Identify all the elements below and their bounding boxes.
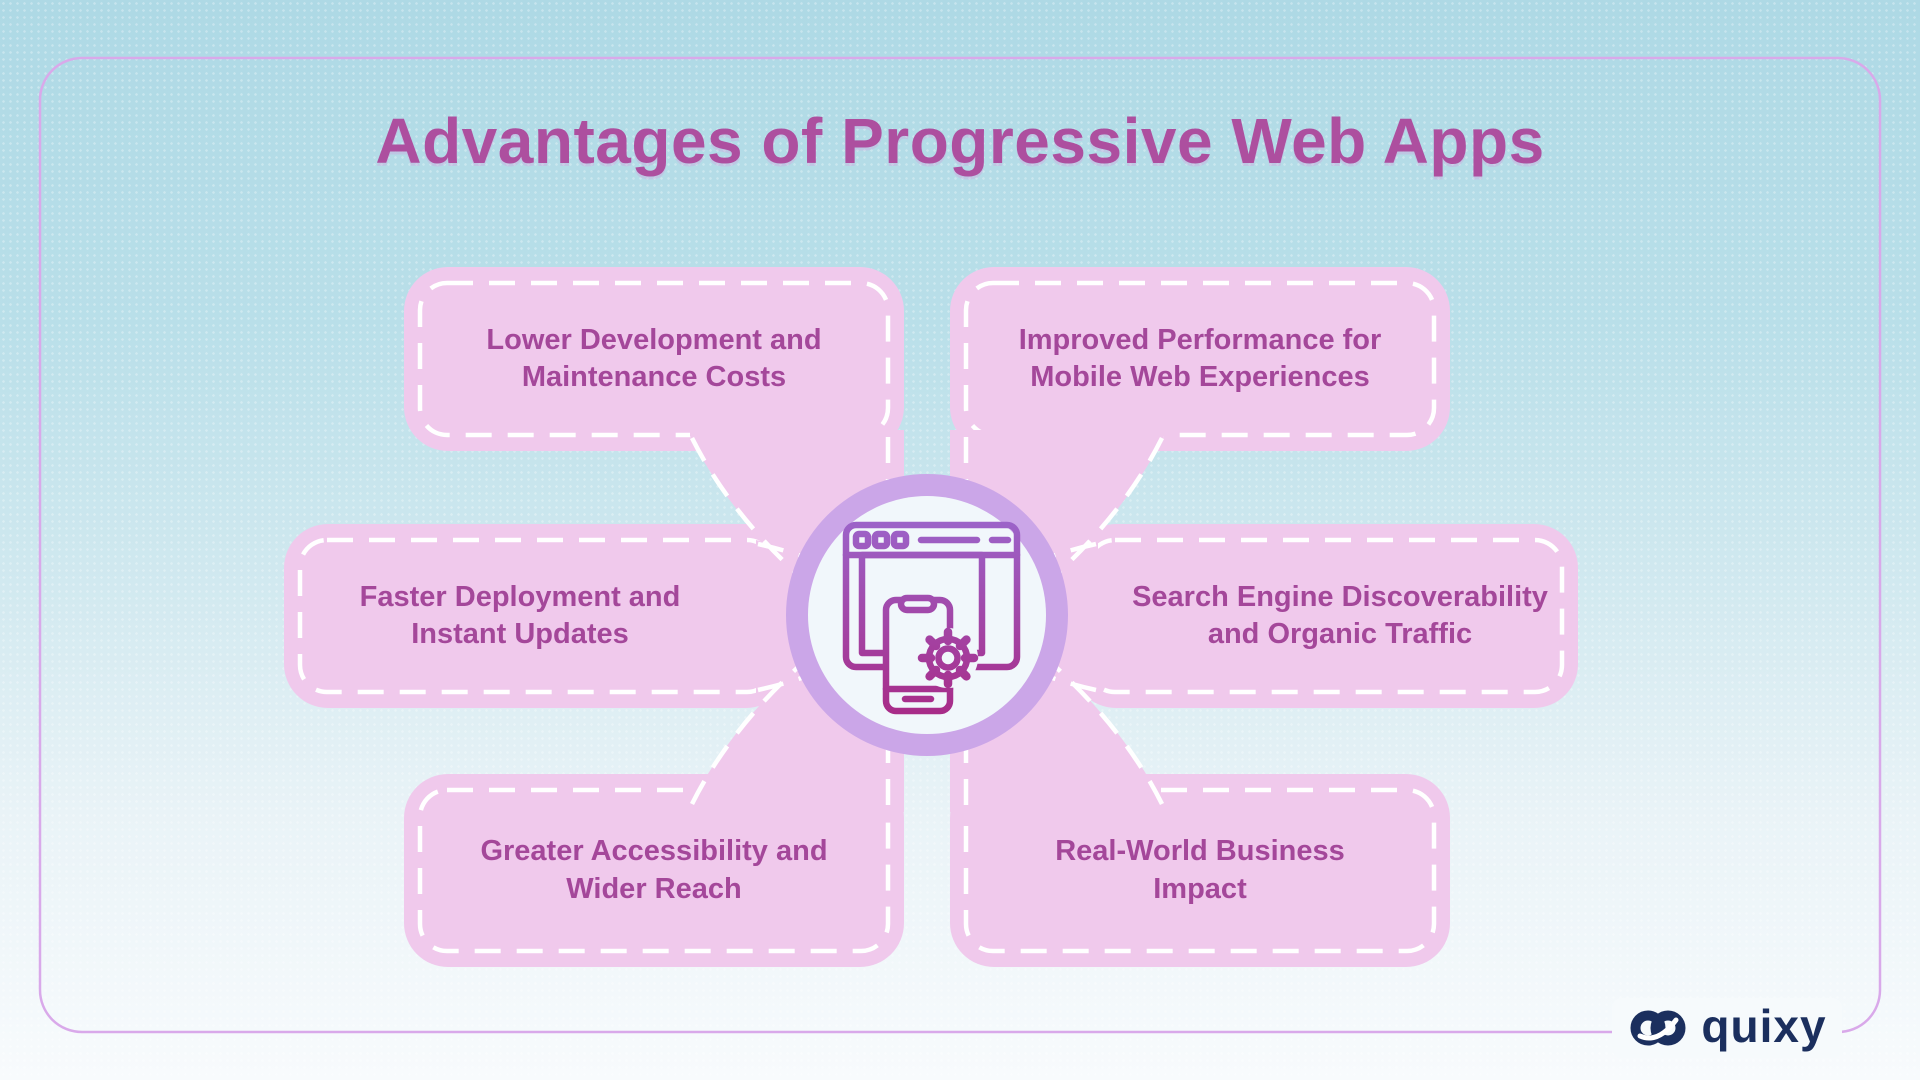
page-title: Advantages of Progressive Web Apps [375, 105, 1545, 177]
label-line: Impact [1153, 872, 1247, 905]
box-middle-left [284, 524, 790, 708]
label-line: Wider Reach [566, 872, 742, 905]
label-line: Maintenance Costs [521, 361, 787, 393]
label-line: Faster Deployment and [359, 580, 681, 613]
quixy-logo: quixy [1612, 998, 1842, 1058]
quixy-wordmark: quixy [1701, 1000, 1827, 1052]
gear-icon [917, 627, 979, 689]
label-line: Search Engine Discoverability [1132, 580, 1548, 613]
box-bottom-right [950, 774, 1450, 967]
label-line: Instant Updates [411, 618, 629, 650]
box-top-left [404, 267, 904, 451]
label-line: Mobile Web Experiences [1030, 361, 1370, 393]
page-border [38, 56, 1882, 1034]
label-line: Real-World Business [1055, 835, 1345, 868]
quixy-infinity-icon [1630, 1010, 1686, 1046]
box-top-right [950, 267, 1450, 451]
label-line: and Organic Traffic [1207, 618, 1473, 650]
box-shapes [284, 267, 1578, 967]
label-line: Lower Development and [486, 323, 822, 356]
label-line: Greater Accessibility and [480, 835, 828, 868]
box-label-search-discoverability: Search Engine Discoverability and Organic… [1080, 540, 1600, 692]
box-bottom-left [404, 774, 904, 967]
label-line: Improved Performance for [1018, 323, 1382, 356]
browser-mobile-gear-icon [842, 521, 1021, 715]
box-middle-right [1072, 524, 1578, 708]
